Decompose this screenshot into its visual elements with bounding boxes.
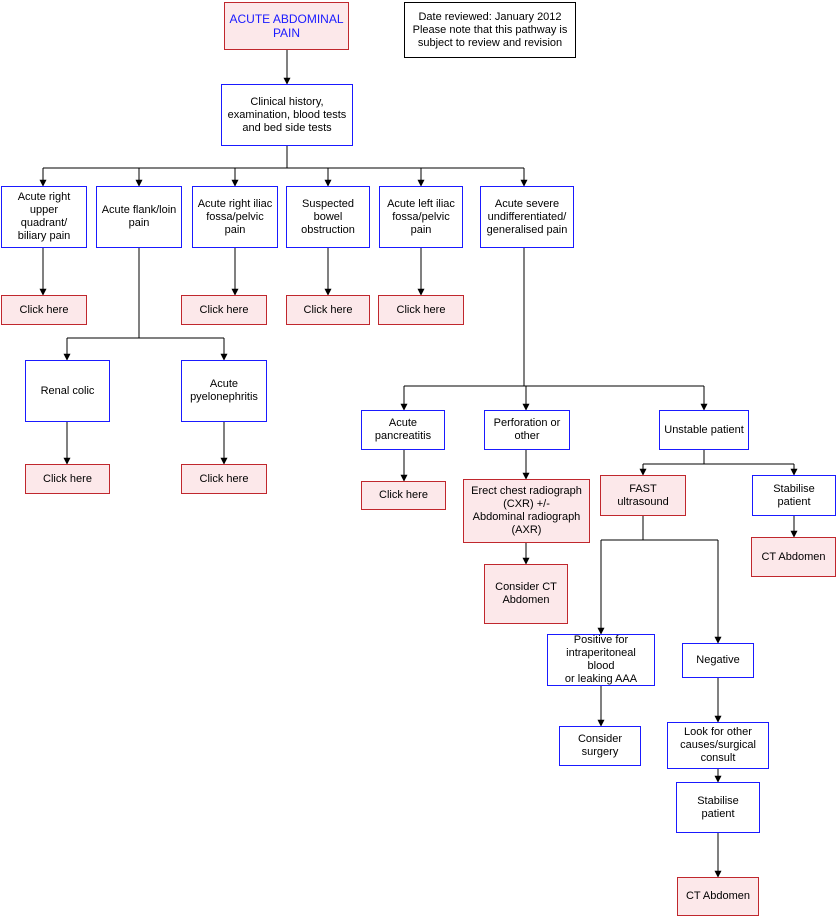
look-other-causes-box: Look for other causes/surgical consult <box>667 722 769 769</box>
click-here-rif[interactable]: Click here <box>181 295 267 325</box>
category-ruq: Acute right upper quadrant/ biliary pain <box>1 186 87 248</box>
fast-ultrasound-box: FAST ultrasound <box>600 475 686 516</box>
pathway-title: ACUTE ABDOMINAL PAIN <box>224 2 349 50</box>
category-sbo: Suspected bowel obstruction <box>286 186 370 248</box>
click-here-ruq[interactable]: Click here <box>1 295 87 325</box>
clinical-history-box: Clinical history, examination, blood tes… <box>221 84 353 146</box>
category-flank: Acute flank/loin pain <box>96 186 182 248</box>
category-lif: Acute left iliac fossa/pelvic pain <box>379 186 463 248</box>
click-here-pancreatitis[interactable]: Click here <box>361 481 446 510</box>
perforation-box: Perforation or other <box>484 410 570 450</box>
stabilise-patient-right: Stabilise patient <box>752 475 836 516</box>
category-severe: Acute severe undifferentiated/ generalis… <box>480 186 574 248</box>
review-note: Date reviewed: January 2012 Please note … <box>404 2 576 58</box>
consider-ct-box: Consider CT Abdomen <box>484 564 568 624</box>
unstable-patient-box: Unstable patient <box>659 410 749 450</box>
renal-colic-box: Renal colic <box>25 360 110 422</box>
pancreatitis-box: Acute pancreatitis <box>361 410 445 450</box>
click-here-renal[interactable]: Click here <box>25 464 110 494</box>
pyelonephritis-box: Acute pyelonephritis <box>181 360 267 422</box>
category-rif: Acute right iliac fossa/pelvic pain <box>192 186 278 248</box>
ct-abdomen-bottom: CT Abdomen <box>677 877 759 916</box>
consider-surgery-box: Consider surgery <box>559 726 641 766</box>
click-here-sbo[interactable]: Click here <box>286 295 370 325</box>
stabilise-patient-bottom: Stabilise patient <box>676 782 760 833</box>
click-here-lif[interactable]: Click here <box>378 295 464 325</box>
negative-box: Negative <box>682 643 754 678</box>
erect-xr-box: Erect chest radiograph (CXR) +/- Abdomin… <box>463 479 590 543</box>
positive-box: Positive for intraperitoneal blood or le… <box>547 634 655 686</box>
ct-abdomen-right: CT Abdomen <box>751 537 836 577</box>
click-here-pyelo[interactable]: Click here <box>181 464 267 494</box>
